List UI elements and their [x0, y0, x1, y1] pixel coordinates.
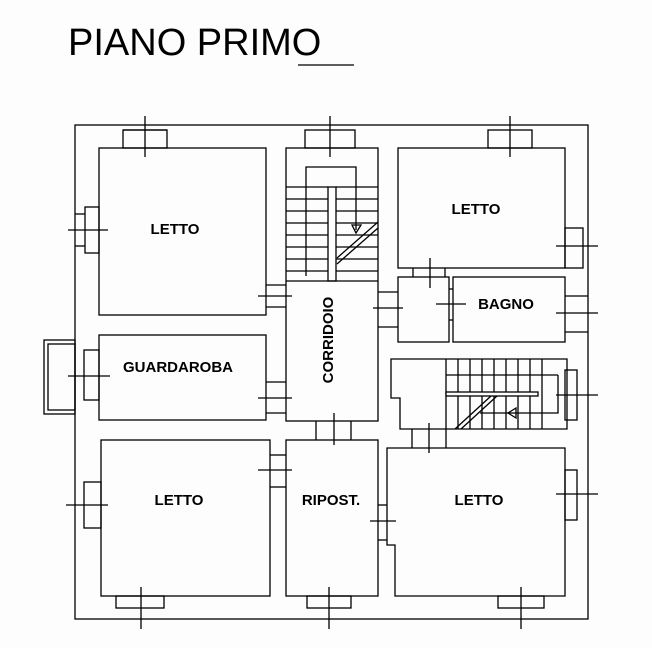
room-letto-bottom-right: [386, 447, 566, 597]
stairs-right: [445, 359, 559, 430]
label-ripostiglio: RIPOST.: [302, 492, 360, 509]
label-letto-bottom-left: LETTO: [155, 492, 204, 509]
room-ripostiglio: [285, 439, 379, 597]
label-letto-bottom-right: LETTO: [455, 492, 504, 509]
label-guardaroba: GUARDAROBA: [123, 359, 233, 376]
label-bagno: BAGNO: [478, 296, 534, 313]
plan-title: PIANO PRIMO: [68, 22, 321, 64]
label-corridoio: CORRIDOIO: [320, 296, 337, 383]
room-small: [397, 276, 450, 343]
label-letto-top-right: LETTO: [452, 201, 501, 218]
stairs-left: [286, 166, 379, 282]
room-bagno: [452, 276, 566, 343]
doors: [258, 258, 466, 541]
room-letto-bottom-left: [100, 439, 271, 597]
room-stair-right: [390, 358, 568, 430]
room-guardaroba: [98, 334, 267, 421]
room-letto-top-right: [397, 147, 566, 269]
room-labels: LETTO LETTO BAGNO GUARDAROBA CORRIDOIO L…: [123, 201, 534, 509]
label-letto-top-left: LETTO: [151, 221, 200, 238]
windows: [43, 116, 598, 629]
